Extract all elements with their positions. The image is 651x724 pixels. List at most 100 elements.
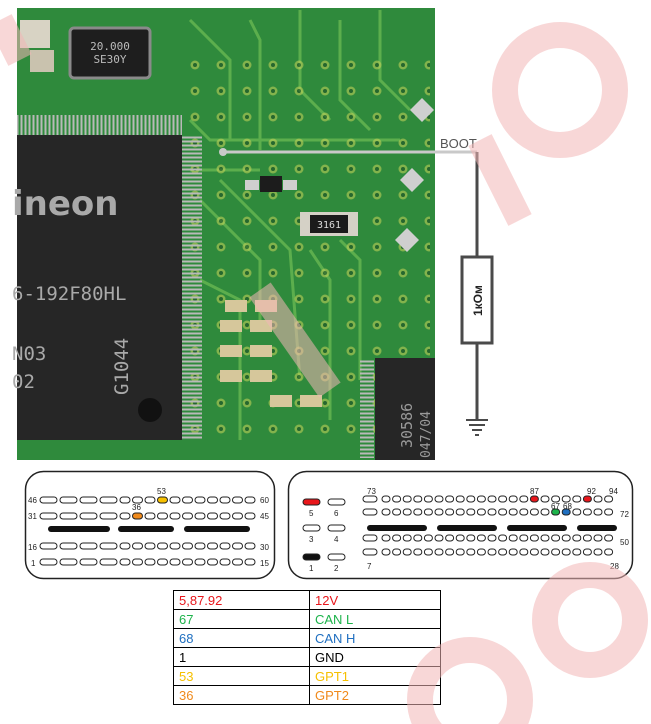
connector-pin: [561, 508, 571, 516]
connector-pin: [445, 548, 455, 556]
pcb-photo: 20.000 SE30Y ineon 6-192F80HL N03 02 G10…: [12, 8, 494, 460]
connector-pin: [413, 548, 423, 556]
microcontroller-chip: ineon 6-192F80HL N03 02 G1044: [12, 135, 182, 440]
connector-pin: [529, 534, 539, 542]
connector-pin: [119, 542, 131, 550]
connector-pin: [508, 495, 518, 503]
connector-pin: [59, 558, 78, 566]
connector-pin: [466, 508, 476, 516]
connector-pin: [39, 512, 58, 520]
pin-label: 7: [367, 562, 372, 571]
connector-pin: [572, 508, 582, 516]
pin-label: 1: [31, 559, 36, 568]
connector-pin: [219, 542, 231, 550]
connector-pin: [39, 558, 58, 566]
power-pin-3: [302, 524, 321, 532]
connector-pin: [455, 534, 465, 542]
connector-pin: [551, 495, 561, 503]
pin-label: 15: [260, 559, 269, 568]
connector-pin: [244, 496, 256, 504]
connector-key-slot: [437, 525, 497, 531]
connector-pin: [604, 508, 614, 516]
connector-pin: [519, 548, 529, 556]
connector-pin: [219, 558, 231, 566]
connector-pin: [582, 534, 592, 542]
connector-pin: [455, 548, 465, 556]
connector-key-slot: [367, 525, 427, 531]
via-pads: [395, 98, 434, 252]
pin-number-cell: 5,87.92: [173, 590, 310, 610]
connector-key-slot: [577, 525, 617, 531]
pin-number-cell: 68: [173, 628, 310, 648]
pin-number-cell: 36: [173, 685, 310, 705]
connector-pin: [423, 534, 433, 542]
connector-pin: [362, 548, 378, 556]
ground-icon: [466, 419, 488, 436]
connector-pin: [445, 495, 455, 503]
connector-pin: [476, 548, 486, 556]
chip-part-number: 6-192F80HL: [12, 283, 126, 305]
connector-pin: [362, 508, 378, 516]
connector-pin: [434, 548, 444, 556]
connector-pin: [445, 508, 455, 516]
chip-brand: ineon: [12, 184, 118, 224]
connector-pin: [194, 558, 206, 566]
connector-a: 46 60 31 45 16 30 1 15 53 36: [24, 470, 276, 580]
pin-label: 28: [610, 562, 619, 571]
pin-label: 87: [530, 487, 539, 496]
connector-pin: [498, 495, 508, 503]
resistor-symbol: [460, 255, 494, 345]
connector-pin: [572, 534, 582, 542]
signal-name-cell: CAN L: [309, 609, 441, 629]
connector-pin: [144, 542, 156, 550]
crystal-oscillator: 20.000 SE30Y: [68, 26, 152, 80]
connector-pin: [207, 512, 218, 520]
connector-pin: [381, 495, 391, 503]
bosch-chip: 30586 047/04: [360, 358, 435, 460]
connector-pin: [232, 542, 243, 550]
connector-pin: [232, 558, 243, 566]
connector-pin: [476, 534, 486, 542]
connector-pin: [423, 495, 433, 503]
connector-pin: [487, 508, 497, 516]
connector-pin: [381, 534, 391, 542]
connector-pin: [144, 558, 156, 566]
connector-pin: [244, 542, 256, 550]
connector-pin: [402, 548, 412, 556]
pin-label: 67: [551, 502, 560, 511]
connector-pin: [487, 534, 497, 542]
connector-pin: [381, 508, 391, 516]
pin-label: 50: [620, 538, 629, 547]
signal-name-cell: 12V: [309, 590, 441, 610]
pin-label: 68: [563, 502, 572, 511]
connector-pin: [434, 534, 444, 542]
connector-pin: [413, 534, 423, 542]
bosch-chip-text: 30586: [398, 403, 416, 448]
connector-pin: [119, 558, 131, 566]
connector-pin: [593, 548, 603, 556]
connector-pin: [232, 512, 243, 520]
connector-pin: [466, 534, 476, 542]
power-pin-6: [327, 498, 346, 506]
connector-pin: [466, 495, 476, 503]
connector-pin: [99, 558, 118, 566]
connector-pin: [194, 496, 206, 504]
pin-number-cell: 67: [173, 609, 310, 629]
connector-pin: [59, 542, 78, 550]
connector-pin: [572, 548, 582, 556]
connector-pin: [169, 558, 181, 566]
connector-pin: [498, 534, 508, 542]
resistor-code: 3161: [317, 220, 341, 231]
connector-pin: [244, 558, 256, 566]
pin-label: 16: [28, 543, 37, 552]
connector-pin: [219, 496, 231, 504]
connector-pin: [540, 495, 550, 503]
connector-pin: [582, 495, 592, 503]
connector-pin: [144, 512, 156, 520]
pin-label: 2: [334, 564, 339, 573]
connector-pin: [381, 548, 391, 556]
connector-pin: [519, 508, 529, 516]
connector-pin: [79, 512, 98, 520]
connector-pin: [519, 534, 529, 542]
connector-pin: [79, 542, 98, 550]
